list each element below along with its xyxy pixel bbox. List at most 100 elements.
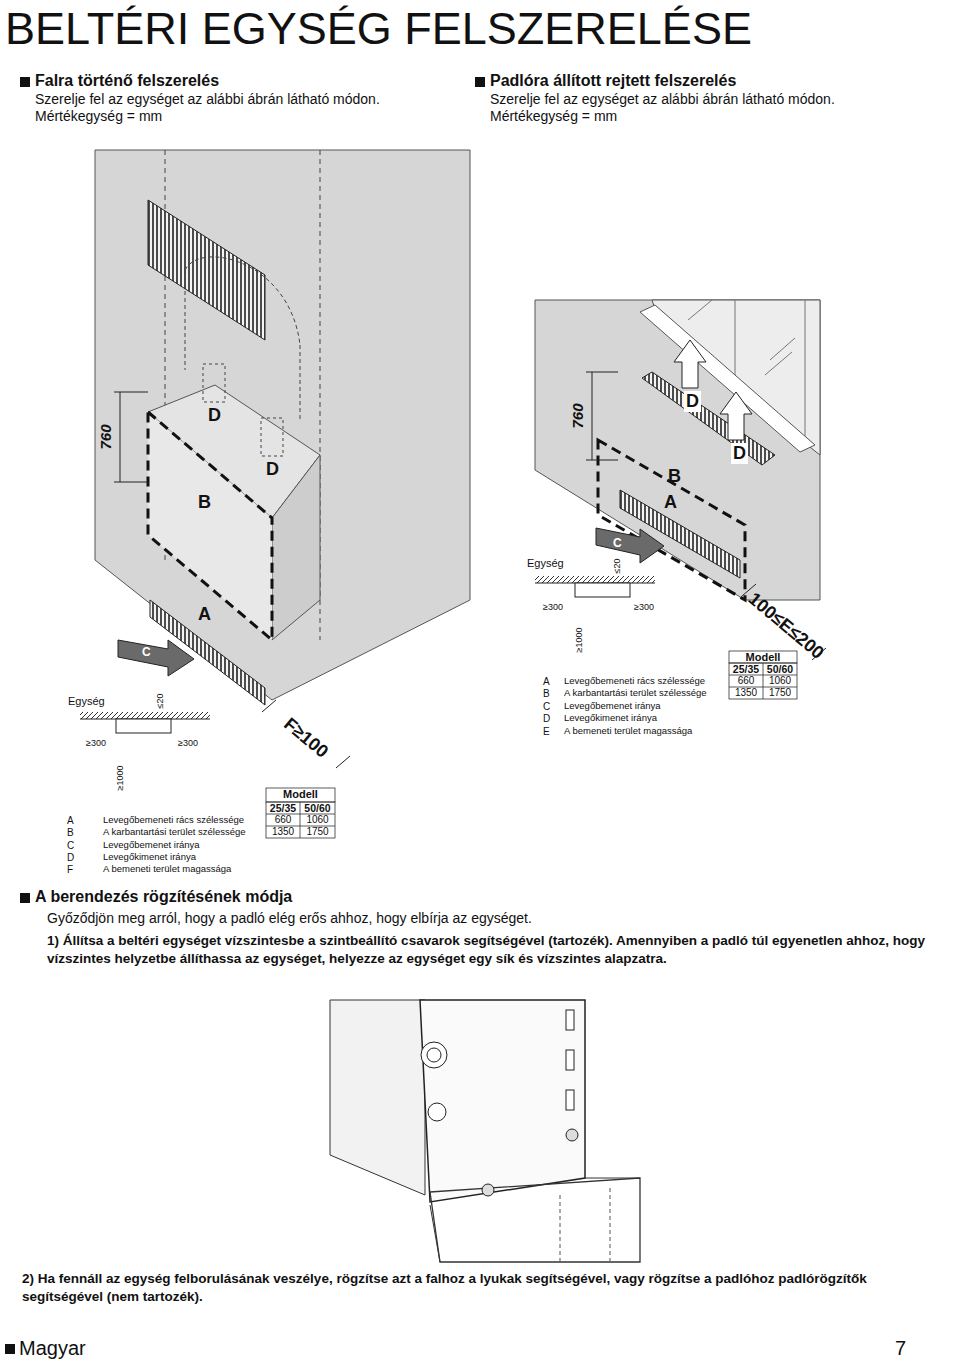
service-area-outline bbox=[148, 412, 272, 640]
dimension-line bbox=[114, 392, 148, 482]
bracket-edge bbox=[430, 1178, 640, 1262]
table-cell: Levegőbemenet iránya bbox=[564, 701, 661, 712]
page-number: 7 bbox=[895, 1337, 906, 1360]
dimension: F≥100 bbox=[280, 714, 332, 763]
table-cell: Levegőkimenet iránya bbox=[103, 852, 196, 863]
wall-hatch bbox=[80, 712, 210, 719]
table-grid bbox=[300, 802, 301, 838]
dimension: ≤20 bbox=[612, 559, 622, 574]
outlet-grille bbox=[148, 200, 265, 340]
footer-text: Magyar bbox=[19, 1337, 86, 1360]
bullet-square bbox=[475, 77, 485, 87]
slot bbox=[566, 1010, 574, 1030]
table-grid bbox=[266, 788, 335, 838]
table-cell: D bbox=[543, 713, 550, 725]
dimension: ≥300 bbox=[634, 602, 654, 612]
outlet-arrow bbox=[720, 392, 752, 440]
floor-mount-illustration bbox=[535, 300, 826, 699]
fixing-illustration bbox=[330, 1000, 640, 1262]
dimension: 760 bbox=[569, 403, 586, 428]
table-cell: A bbox=[67, 815, 74, 827]
table-cell: C bbox=[543, 701, 550, 713]
table-cell: A karbantartási terület szélessége bbox=[564, 688, 707, 699]
body-text: Mértékegység = mm bbox=[35, 108, 162, 124]
part-letter: C bbox=[613, 537, 622, 551]
table-cell: 1350 bbox=[729, 687, 763, 699]
table-header: 50/60 bbox=[300, 802, 335, 814]
air-outlet-duct bbox=[261, 418, 283, 456]
page-title: BELTÉRI EGYSÉG FELSZERELÉSE bbox=[5, 4, 752, 54]
body-text: Szerelje fel az egységet az alábbi ábrán… bbox=[490, 91, 835, 107]
unit-plan bbox=[575, 583, 630, 597]
wall-plane bbox=[535, 300, 820, 600]
outlet-grille bbox=[642, 372, 775, 465]
wall-mount-illustration bbox=[80, 150, 470, 838]
table-cell: A karbantartási terület szélessége bbox=[103, 827, 246, 838]
unit-side bbox=[272, 455, 320, 640]
table-grid bbox=[729, 651, 797, 663]
part-letter: B bbox=[668, 466, 681, 487]
section-heading: A berendezés rögzítésének módja bbox=[35, 888, 292, 906]
dimension-line bbox=[586, 372, 618, 460]
table-cell: F bbox=[67, 864, 73, 876]
section-heading: Falra történő felszerelés bbox=[35, 72, 219, 90]
fixing-hole bbox=[421, 1042, 447, 1068]
table-grid bbox=[266, 802, 335, 838]
window-sill bbox=[640, 305, 815, 452]
side-plate bbox=[420, 1000, 585, 1202]
air-outlet-duct bbox=[203, 364, 225, 402]
slot bbox=[566, 1090, 574, 1110]
table-cell: Levegőbemenet iránya bbox=[103, 840, 200, 851]
table-grid bbox=[729, 651, 797, 699]
table-header: Modell bbox=[729, 651, 797, 664]
bullet-square bbox=[20, 893, 30, 903]
floor-gap-mark bbox=[262, 700, 350, 768]
table-header: 50/60 bbox=[763, 663, 797, 675]
table-cell: 660 bbox=[729, 675, 763, 687]
table-header: 25/35 bbox=[729, 663, 763, 675]
table-cell: Levegőbemeneti rács szélessége bbox=[103, 815, 244, 826]
table-cell: B bbox=[67, 827, 74, 839]
table-header: Modell bbox=[266, 788, 335, 801]
dimension: ≥1000 bbox=[574, 628, 584, 653]
table-cell: A bemeneti terület magassága bbox=[103, 864, 231, 875]
table-cell: B bbox=[543, 688, 550, 700]
body-text: Mértékegység = mm bbox=[490, 108, 617, 124]
part-letter: D bbox=[266, 459, 279, 480]
part-letter: C bbox=[142, 646, 151, 660]
step-text: 1) Állítsa a beltéri egységet vízszintes… bbox=[47, 932, 947, 968]
fixing-hole bbox=[427, 1048, 441, 1062]
wall-hatch bbox=[535, 576, 655, 583]
part-letter: A bbox=[664, 492, 677, 513]
bullet-square bbox=[5, 1344, 15, 1354]
slot bbox=[566, 1050, 574, 1070]
unit-plan bbox=[116, 719, 171, 733]
dimension: ≥300 bbox=[178, 738, 198, 748]
section-heading: Padlóra állított rejtett felszerelés bbox=[490, 72, 736, 90]
table-cell: E bbox=[543, 726, 550, 738]
dimension: ≥1000 bbox=[115, 766, 125, 791]
dimension: ≤20 bbox=[155, 694, 165, 709]
table-cell: 1350 bbox=[266, 826, 300, 838]
body-text: Győződjön meg arról, hogy a padló elég e… bbox=[47, 910, 532, 926]
table-grid bbox=[763, 663, 764, 699]
table-cell: A bbox=[543, 676, 550, 688]
table-cell: 660 bbox=[266, 814, 300, 826]
table-cell: C bbox=[67, 840, 74, 852]
table-header: 25/35 bbox=[266, 802, 300, 814]
table-cell: D bbox=[67, 852, 74, 864]
levelling-screw bbox=[482, 1184, 494, 1196]
part-letter: A bbox=[198, 604, 211, 625]
table-grid bbox=[266, 788, 335, 802]
screw bbox=[566, 1129, 578, 1141]
fixing-hole bbox=[428, 1103, 446, 1121]
floor-bracket bbox=[430, 1178, 640, 1262]
step-text: 2) Ha fennáll az egység felborulásának v… bbox=[22, 1270, 947, 1306]
unit-panel bbox=[330, 1000, 425, 1195]
table-cell: Levegőkimenet iránya bbox=[564, 713, 657, 724]
inlet-arrow bbox=[118, 640, 194, 676]
dimension: ≥300 bbox=[86, 738, 106, 748]
bullet-square bbox=[20, 77, 30, 87]
table-cell: 1060 bbox=[763, 675, 797, 687]
table-cell: 1750 bbox=[300, 826, 335, 838]
